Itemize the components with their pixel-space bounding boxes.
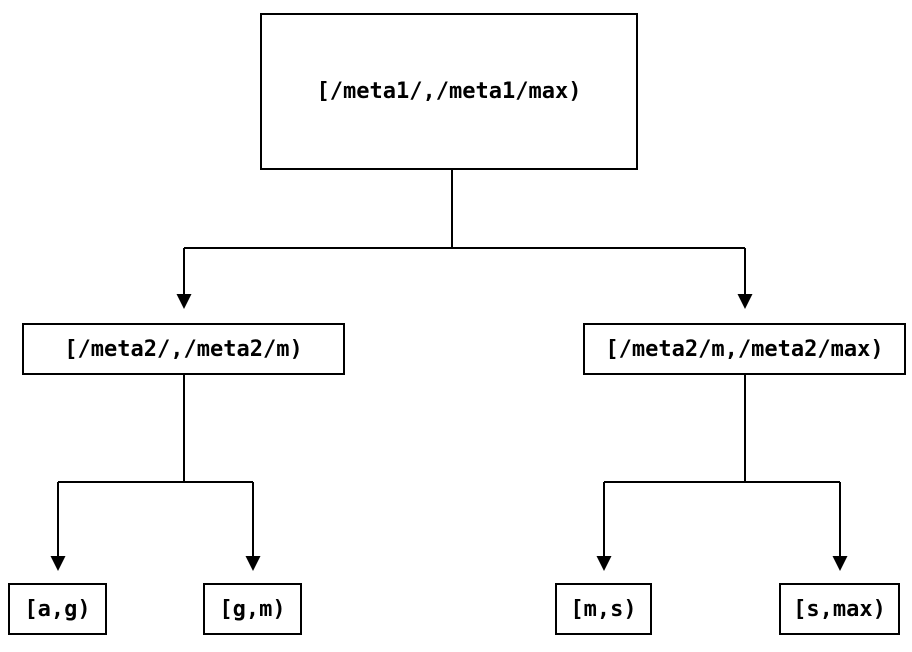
arrowhead-leaf1 [50,556,66,571]
node-left-child-label: [/meta2/,/meta2/m) [64,336,303,362]
node-leaf-3: [m,s) [555,583,652,635]
arrowhead-leaf4 [832,556,848,571]
arrowhead-leaf3 [596,556,612,571]
node-right-child: [/meta2/m,/meta2/max) [583,323,906,375]
node-leaf-4: [s,max) [779,583,900,635]
node-leaf-4-label: [s,max) [793,596,886,622]
arrowhead-left-child [176,294,192,309]
node-leaf-1: [a,g) [8,583,107,635]
node-left-child: [/meta2/,/meta2/m) [22,323,345,375]
node-leaf-3-label: [m,s) [570,596,637,622]
node-root: [/meta1/,/meta1/max) [260,13,638,170]
node-leaf-2: [g,m) [203,583,302,635]
arrowhead-right-child [737,294,753,309]
node-leaf-2-label: [g,m) [219,596,286,622]
arrowhead-leaf2 [245,556,261,571]
node-root-label: [/meta1/,/meta1/max) [316,79,582,104]
node-right-child-label: [/meta2/m,/meta2/max) [605,336,884,362]
node-leaf-1-label: [a,g) [24,596,91,622]
